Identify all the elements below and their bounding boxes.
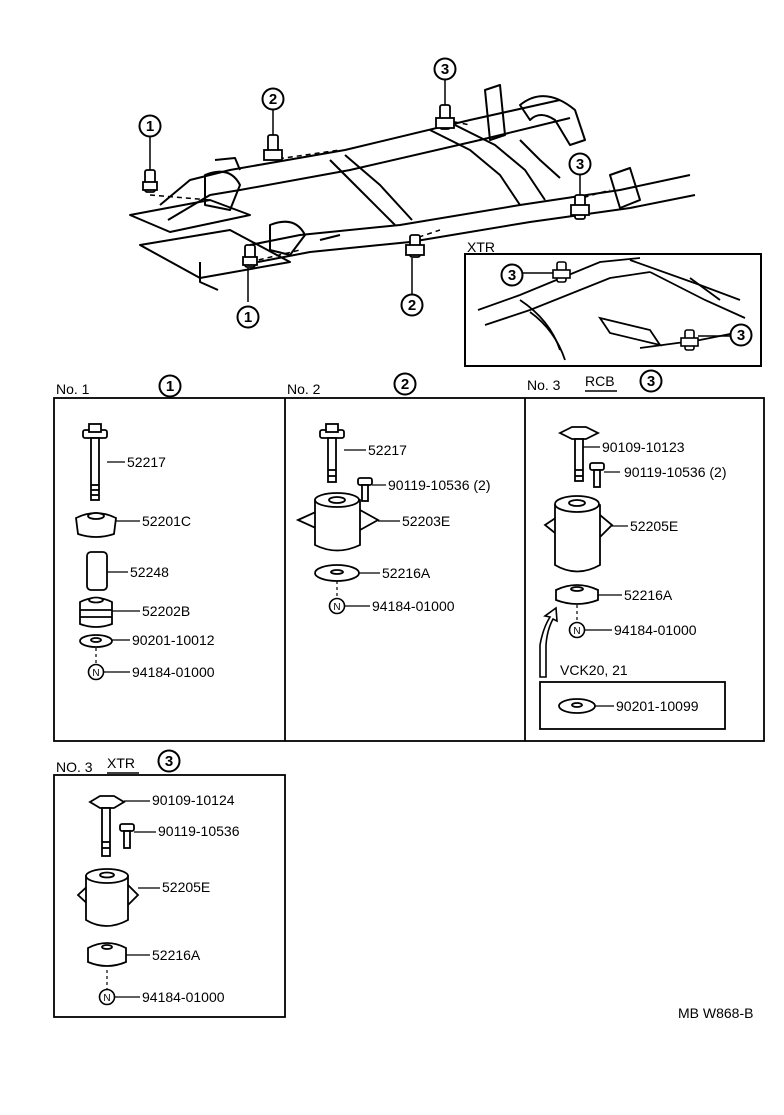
no3-xtr-part-1: 90109-10124 <box>152 792 235 808</box>
svg-text:2: 2 <box>401 376 409 393</box>
no3-rcb-part-5: 94184-01000 <box>614 622 697 638</box>
frame-callout-1-top: 1 <box>138 114 162 138</box>
no3-rcb-part-3: 52205E <box>630 518 678 534</box>
no1-parts-drawings <box>75 423 117 648</box>
svg-text:N: N <box>333 602 340 613</box>
no3-rcb-alt-part: 90201-10099 <box>616 698 699 714</box>
no1-part-4: 52202B <box>142 603 190 619</box>
section-no3-xtr-title: NO. 3 <box>56 759 93 775</box>
no3-xtr-leaders <box>106 800 160 998</box>
svg-text:1: 1 <box>244 309 252 326</box>
no3-rcb-alt-note: VCK20, 21 <box>560 662 628 678</box>
svg-text:3: 3 <box>165 753 173 770</box>
no2-part-4: 52216A <box>382 565 431 581</box>
no2-leaders <box>336 449 400 607</box>
frame-callout-1-bottom: 1 <box>236 305 260 329</box>
svg-text:3: 3 <box>576 156 584 173</box>
svg-text:3: 3 <box>508 267 516 284</box>
no3-rcb-nut-icon: N <box>568 621 586 639</box>
svg-text:3: 3 <box>737 327 745 344</box>
diagram-code: MB W868-B <box>678 1005 753 1021</box>
frame-mount-studs <box>142 104 590 268</box>
svg-text:2: 2 <box>269 91 277 108</box>
no1-nut-icon: N <box>87 663 105 681</box>
svg-text:3: 3 <box>441 61 449 78</box>
no3-xtr-part-3: 52205E <box>162 879 210 895</box>
svg-text:3: 3 <box>647 373 655 390</box>
frame-callout-3-right: 3 <box>568 152 592 176</box>
frame-callout-2-top: 2 <box>261 87 285 111</box>
no3-rcb-part-4: 52216A <box>624 587 673 603</box>
frame-leader-lines <box>149 80 581 302</box>
parts-boxes <box>53 397 765 1018</box>
section-no3-xtr-callout: 3 <box>157 749 181 773</box>
section-no2-title: No. 2 <box>287 381 321 397</box>
no1-part-3: 52248 <box>130 564 169 580</box>
frame-illustration <box>129 84 696 291</box>
frame-callout-3-top: 3 <box>433 57 457 81</box>
no2-part-1: 52217 <box>368 442 407 458</box>
no2-nut-icon: N <box>328 597 346 615</box>
no2-parts-drawings <box>295 423 380 582</box>
no3-xtr-part-2: 90119-10536 <box>158 823 240 839</box>
no3-rcb-parts-drawings <box>543 426 614 605</box>
no3-xtr-nut-icon: N <box>98 988 116 1006</box>
no3-rcb-alt-washer <box>558 698 596 714</box>
no3-xtr-part-4: 52216A <box>152 947 201 963</box>
no3-xtr-part-5: 94184-01000 <box>142 989 225 1005</box>
no2-part-3: 52203E <box>402 513 450 529</box>
section-no2-callout: 2 <box>393 372 417 396</box>
no1-part-6: 94184-01000 <box>132 664 215 680</box>
section-no1-title: No. 1 <box>56 381 90 397</box>
no3-rcb-alt-arrow <box>539 606 558 678</box>
no3-rcb-alt-box <box>539 681 726 730</box>
svg-text:N: N <box>103 993 110 1004</box>
xtr-inset-callout-3-left: 3 <box>500 263 524 287</box>
no1-part-5: 90201-10012 <box>132 632 215 648</box>
no1-part-1: 52217 <box>127 454 166 470</box>
no3-rcb-part-1: 90109-10123 <box>602 439 685 455</box>
section-no1-callout: 1 <box>158 374 182 398</box>
svg-text:2: 2 <box>408 297 416 314</box>
frame-callout-2-bottom: 2 <box>400 293 424 317</box>
no3-xtr-parts-drawings <box>76 795 140 967</box>
no2-part-5: 94184-01000 <box>372 598 455 614</box>
svg-text:1: 1 <box>166 378 174 395</box>
section-no3-rcb-variant: RCB <box>585 373 615 389</box>
no3-rcb-leaders <box>576 446 628 631</box>
svg-text:1: 1 <box>146 118 154 135</box>
svg-text:N: N <box>92 668 99 679</box>
xtr-inset-callout-3-right: 3 <box>729 323 753 347</box>
section-no3-rcb-callout: 3 <box>639 369 663 393</box>
section-no3-rcb-title: No. 3 <box>527 377 561 393</box>
xtr-inset-label: XTR <box>467 239 495 255</box>
no1-leaders <box>95 461 140 673</box>
xtr-inset: XTR 3 3 <box>464 239 762 367</box>
no3-rcb-part-2: 90119-10536 (2) <box>624 464 726 480</box>
section-no3-xtr-variant: XTR <box>107 755 135 771</box>
no2-part-2: 90119-10536 (2) <box>388 477 490 493</box>
svg-text:N: N <box>573 626 580 637</box>
no1-part-2: 52201C <box>142 513 191 529</box>
